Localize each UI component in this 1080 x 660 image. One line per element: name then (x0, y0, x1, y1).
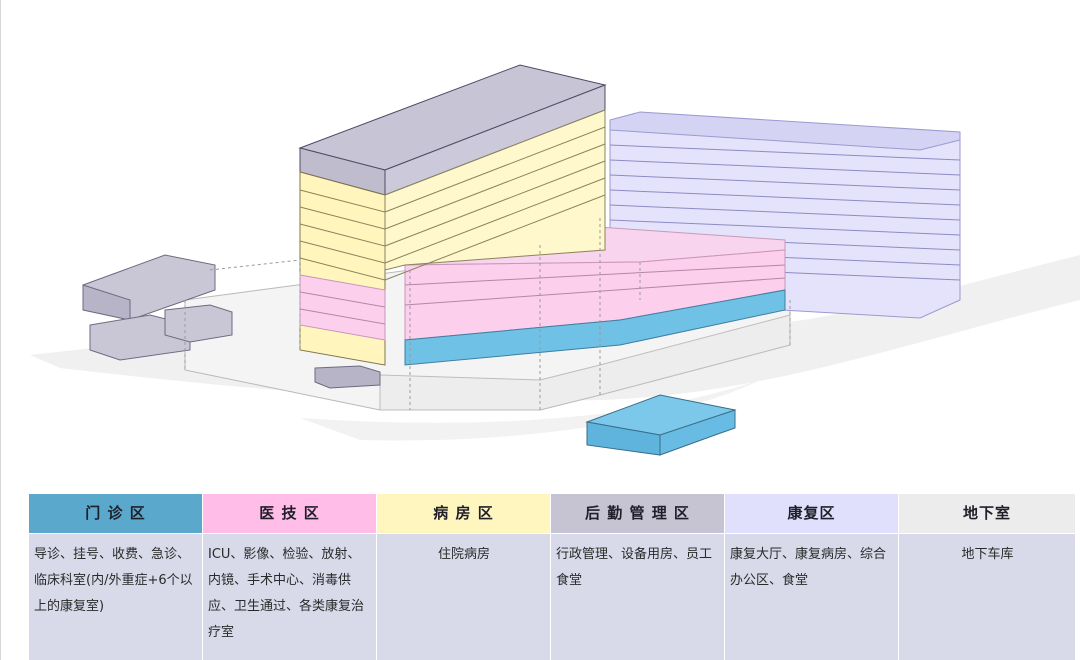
zone-column-ward: 病 房 区 住院病房 (377, 494, 551, 660)
zone-description: 导诊、挂号、收费、急诊、临床科室(内/外重症+6个以上的康复室) (29, 534, 202, 660)
zone-description: ICU、影像、检验、放射、内镜、手术中心、消毒供应、卫生通过、各类康复治疗室 (203, 534, 376, 660)
zone-legend-table: 门 诊 区 导诊、挂号、收费、急诊、临床科室(内/外重症+6个以上的康复室) 医… (29, 494, 1075, 660)
logistics-block-3 (164, 304, 233, 343)
zone-column-medtech: 医 技 区 ICU、影像、检验、放射、内镜、手术中心、消毒供应、卫生通过、各类康… (203, 494, 377, 660)
zone-column-logistics: 后 勤 管 理 区 行政管理、设备用房、员工食堂 (551, 494, 725, 660)
zone-header: 病 房 区 (377, 494, 550, 533)
dashed-outlines (184, 215, 791, 410)
zone-header: 医 技 区 (203, 494, 376, 533)
ward-tower-floor-lines (299, 126, 606, 281)
zone-header: 后 勤 管 理 区 (551, 494, 724, 533)
outpatient-block-side (659, 409, 736, 456)
zone-header: 地下室 (899, 494, 1075, 533)
outpatient-strip (404, 289, 786, 366)
logistics-block-4 (314, 365, 381, 389)
zone-column-rehab: 康复区 康复大厅、康复病房、综合办公区、食堂 (725, 494, 899, 660)
medtech-floor-lines (404, 264, 786, 306)
zone-description: 住院病房 (377, 534, 550, 660)
zone-description: 行政管理、设备用房、员工食堂 (551, 534, 724, 660)
zone-column-basement: 地下室 地下车库 (899, 494, 1075, 660)
zone-description: 康复大厅、康复病房、综合办公区、食堂 (725, 534, 898, 660)
building-axonometric-diagram (30, 64, 1080, 456)
rehab-building-roof (609, 111, 961, 151)
ground-shadow-2 (300, 380, 760, 441)
ward-tower-side (384, 109, 606, 271)
zone-column-outpatient: 门 诊 区 导诊、挂号、收费、急诊、临床科室(内/外重症+6个以上的康复室) (29, 494, 203, 660)
left-edge-line (0, 0, 1, 660)
zone-header: 康复区 (725, 494, 898, 533)
zone-header: 门 诊 区 (29, 494, 202, 533)
zone-description: 地下车库 (899, 534, 1075, 660)
